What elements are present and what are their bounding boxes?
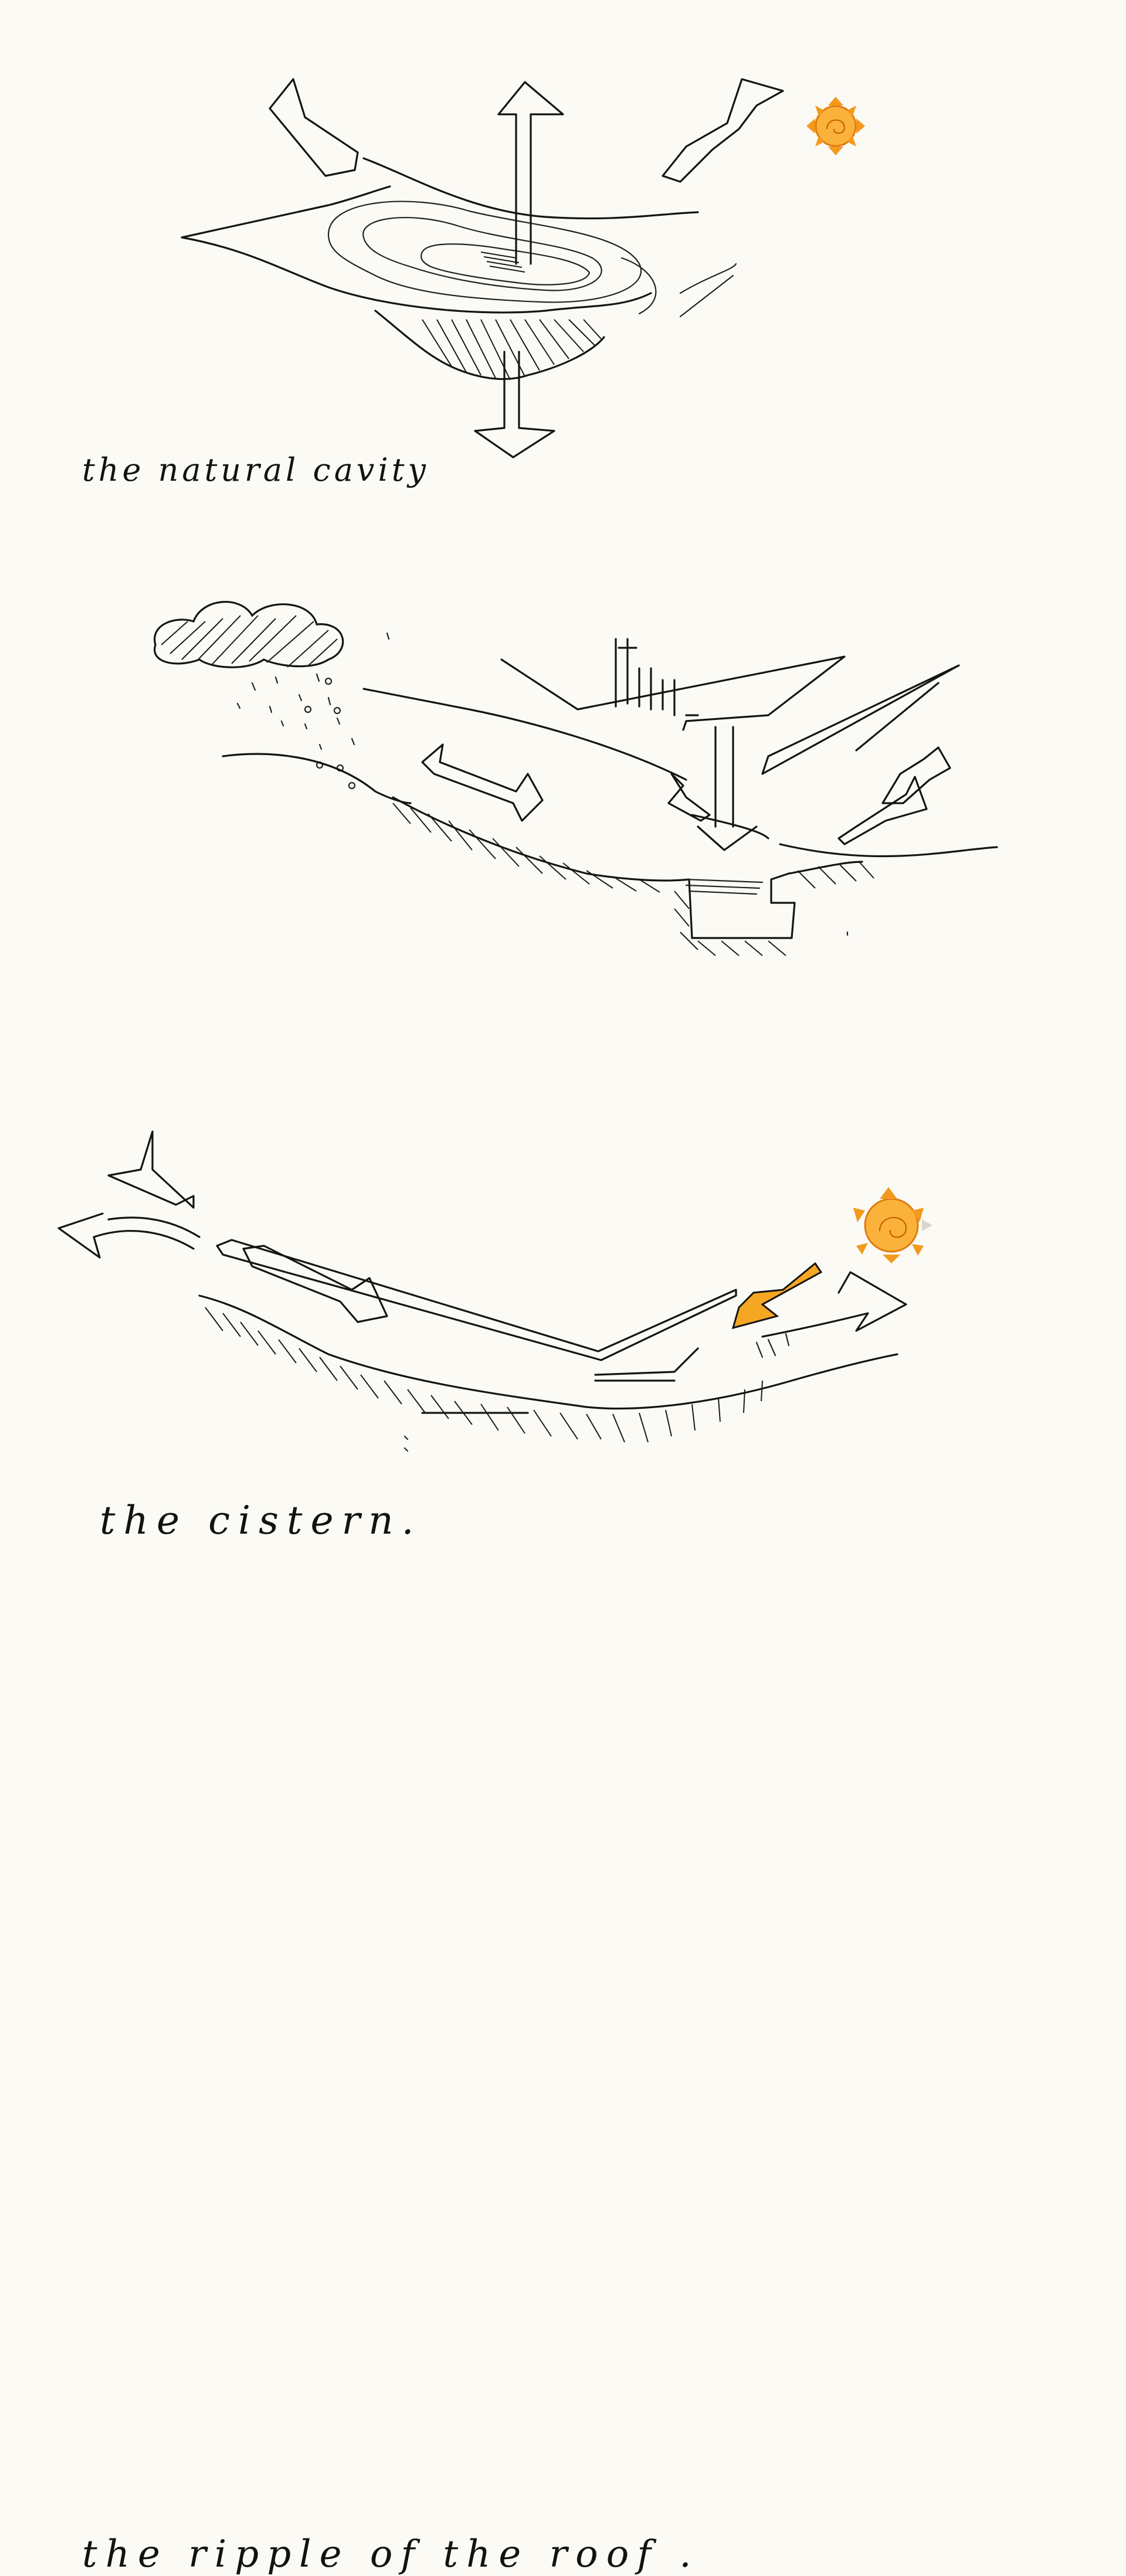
- ripple-roof-sketch: the ripple of the roof .: [0, 1055, 1126, 2576]
- arrow-icon: [761, 1271, 907, 1338]
- rain-drops: [236, 632, 390, 790]
- arrow-icon: [474, 351, 555, 458]
- arrow-icon: [837, 776, 928, 845]
- arrow-icon: [242, 1245, 388, 1323]
- caption-cistern: the cistern.: [100, 1498, 422, 1543]
- arrow-icon: [697, 726, 758, 851]
- arrow-icon: [107, 1130, 195, 1209]
- contour-ring: [620, 257, 657, 315]
- caption-natural-cavity: the natural cavity: [82, 451, 429, 488]
- cavity-hatching: [422, 319, 602, 380]
- terrain-outline: [198, 1294, 898, 1414]
- cistern-drawing: [153, 601, 998, 956]
- arrow-icon: [269, 78, 359, 177]
- arrow-icon: [662, 78, 784, 183]
- roof-wing: [761, 664, 960, 775]
- contour-ring: [420, 243, 591, 286]
- arrow-icon: [57, 1212, 201, 1259]
- arrow-icon: [421, 743, 544, 822]
- sunlight-arrow-icon: [731, 1262, 823, 1330]
- arrow-icon: [881, 746, 951, 804]
- center-spot-hatching: [480, 252, 525, 273]
- cavity-underside: [374, 310, 605, 380]
- cistern-sketch: the cistern.: [0, 528, 1126, 1543]
- contour-ring: [362, 217, 602, 291]
- terrain-outline: [222, 688, 998, 858]
- canopy-roof: [500, 638, 846, 731]
- natural-cavity-drawing: [181, 78, 865, 458]
- cistern-water-lines: [685, 878, 764, 895]
- arrow-icon: [667, 773, 711, 822]
- ground-hatching: [205, 1307, 763, 1443]
- terrain-outline: [181, 157, 699, 314]
- ground-hatching: [392, 803, 874, 956]
- caption-ripple-roof: the ripple of the roof .: [82, 2533, 700, 2576]
- stroke-mark: [403, 1333, 790, 1452]
- cloud-icon: [153, 601, 344, 668]
- contour-ring: [679, 263, 737, 318]
- roof-outline: [216, 1239, 737, 1361]
- cistern-section: [392, 796, 863, 939]
- ripple-roof-drawing: [57, 1130, 932, 1452]
- sun-icon: [853, 1187, 932, 1263]
- roof-outline: [594, 1347, 699, 1382]
- sun-icon: [806, 97, 865, 155]
- arrow-icon: [497, 81, 564, 265]
- contour-ring: [327, 200, 642, 303]
- natural-cavity-sketch: the natural cavity: [0, 0, 1126, 528]
